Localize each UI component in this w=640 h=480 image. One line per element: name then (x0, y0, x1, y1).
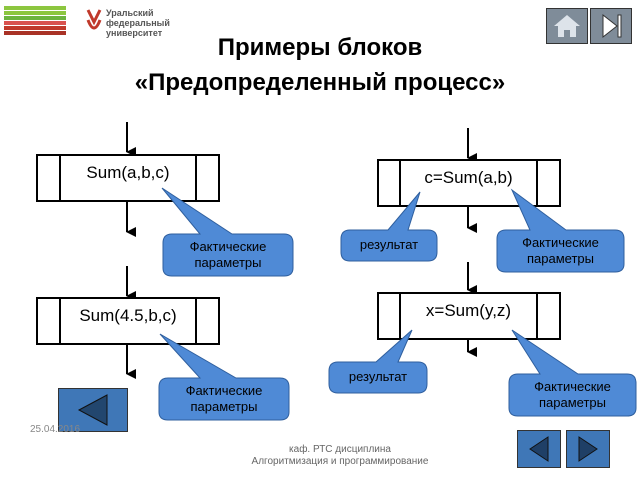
callout-right-params-2-shape (508, 329, 637, 417)
callout-right-result-2-text: результат (348, 369, 408, 384)
footer-date: 25.04.2016 (30, 424, 81, 435)
callout-right-result-2-shape (328, 329, 428, 394)
callout-right-result-1-shape (340, 191, 438, 262)
slide-title: Примеры блоков «Предопределенный процесс… (0, 30, 640, 100)
callout-right-params-1-text: Фактические параметры (522, 235, 599, 266)
callout-left-2-shape (158, 333, 290, 421)
callout-right-result-1-text: результат (359, 237, 419, 252)
callout-left-1-text: Фактические параметры (189, 239, 267, 270)
process-block-left-2 (36, 297, 220, 345)
title-line-2: «Предопределенный процесс» (134, 69, 506, 96)
triangle-left-icon (529, 436, 549, 462)
callout-right-params-1-shape (496, 188, 625, 273)
next-button[interactable] (566, 430, 610, 468)
block-right-2-label: x=Sum(y,z) (425, 301, 512, 320)
skip-end-icon (602, 13, 622, 39)
end-button[interactable] (590, 8, 632, 44)
footer-caption: каф. РТС дисциплина Алгоритмизация и про… (251, 444, 429, 467)
callout-right-params-2-text: Фактические параметры (534, 379, 611, 410)
callout-left-2-text: Фактические параметры (185, 383, 263, 414)
university-logo-stripes (4, 6, 66, 35)
university-logo-mark (86, 9, 102, 30)
triangle-left-icon (77, 394, 108, 426)
title-line-1: Примеры блоков (217, 34, 423, 61)
process-block-left-1 (36, 154, 220, 202)
back-button[interactable] (58, 388, 128, 432)
triangle-right-icon (578, 436, 598, 462)
university-name: Уральский федеральный университет (106, 8, 170, 38)
process-block-right-2 (377, 292, 561, 340)
block-left-2-label: Sum(4.5,b,c) (79, 306, 177, 325)
block-left-1-label: Sum(a,b,c) (86, 163, 170, 182)
callout-left-1-shape (161, 187, 294, 277)
block-right-1-label: c=Sum(a,b) (424, 168, 513, 187)
prev-button[interactable] (517, 430, 561, 468)
process-block-right-1 (377, 159, 561, 207)
home-button[interactable] (546, 8, 588, 44)
home-icon (554, 15, 580, 37)
